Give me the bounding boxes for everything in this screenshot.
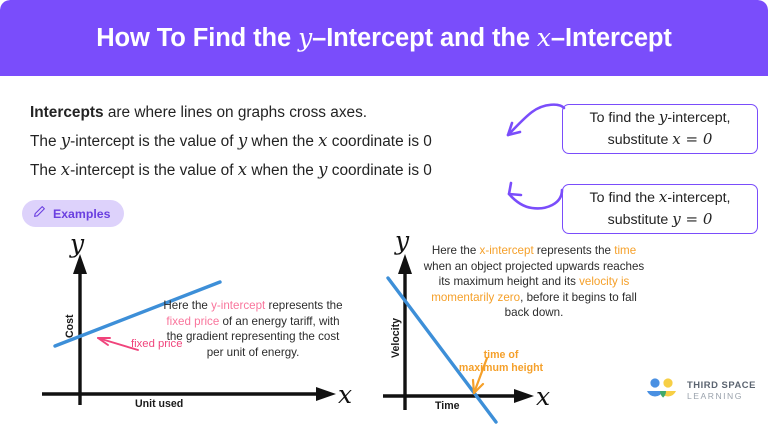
caption-right-graph: Here the x-intercept represents the time… (418, 243, 650, 321)
caption-right-seg2: represents the (533, 244, 615, 257)
title-variable-y: y (298, 23, 313, 52)
fixed-price-pointer-line (97, 337, 139, 351)
graph-left-x-letter: x (338, 380, 353, 409)
annotation-max-height: time of maximum height (449, 349, 553, 375)
intro-line2-var2: y (237, 131, 248, 150)
title-variable-x: x (536, 23, 551, 52)
velocity-line (386, 276, 498, 424)
callout-y-line1: To find the y-intercept, (590, 107, 731, 129)
intro-line3-b: -intercept is the value of (70, 162, 238, 179)
intro-line2-d: coordinate is 0 (327, 133, 432, 150)
graph-left-y-letter: y (70, 229, 85, 258)
caption-right-highlight-time: time (614, 244, 637, 257)
callout-y-line2: substitute x = 0 (608, 129, 713, 151)
annotation-max-height-line2: maximum height (458, 362, 544, 374)
graph-left-y-axis-name: Cost (64, 314, 76, 338)
caption-right-highlight-x-intercept: x-intercept (479, 244, 534, 257)
title-segment-1: How To Find the (96, 24, 299, 52)
pencil-icon (33, 205, 46, 223)
max-height-pointer-head (471, 378, 485, 395)
callout-x-line1: To find the x-intercept, (590, 187, 731, 209)
arrow-to-callout-y-icon (506, 103, 566, 137)
callout-y-variable: y (658, 108, 668, 126)
intro-line-y-intercept: The y-intercept is the value of y when t… (30, 127, 530, 156)
intro-line-x-intercept: The x-intercept is the value of x when t… (30, 156, 530, 185)
intro-line3-var3: y (318, 160, 328, 179)
graph-right-x-axis-name: Time (435, 400, 460, 412)
graph-cost-vs-units: y x Cost Unit used (20, 229, 380, 430)
callout-x-intercept: To find the x-intercept, substitute y = … (562, 184, 758, 234)
y-axis-arrowhead (398, 254, 412, 274)
caption-right-seg3: when an object projected upwards reaches… (423, 259, 645, 289)
intro-line3-var2: x (237, 160, 248, 179)
examples-badge[interactable]: Examples (22, 200, 125, 227)
intro-line-definition: Intercepts are where lines on graphs cro… (30, 99, 530, 127)
callout-y-line1-b: -intercept, (667, 110, 731, 126)
logo-line-1: THIRD SPACE (687, 378, 756, 390)
intro-line2-var3: x (318, 131, 328, 150)
callout-x-line1-b: -intercept, (667, 190, 731, 206)
intro-line2-b: -intercept is the value of (70, 133, 238, 150)
cost-line (53, 280, 222, 348)
max-height-pointer-line (472, 356, 489, 395)
callout-y-equation: x = 0 (672, 130, 713, 148)
caption-left-highlight-fixed-price: fixed price (166, 314, 220, 328)
x-axis-arrowhead (316, 387, 336, 401)
graph-right-x-letter: x (536, 382, 551, 411)
intro-line2-c: when the (247, 133, 319, 150)
caption-right-seg1: Here the (431, 244, 480, 257)
callout-x-line2: substitute y = 0 (608, 209, 713, 231)
intro-line1-rest: are where lines on graphs cross axes. (103, 104, 368, 121)
caption-left-seg1: Here the (163, 299, 212, 312)
caption-left-graph: Here the y-intercept represents the fixe… (158, 298, 348, 360)
graph-right-y-letter: y (395, 226, 410, 255)
intro-line3-c: when the (247, 162, 319, 179)
annotation-max-height-line1: time of (483, 349, 519, 361)
callout-y-line1-a: To find the (589, 110, 659, 126)
graph-right-y-axis-name: Velocity (390, 317, 402, 358)
caption-left-seg3: of an energy tariff, with the gradient r… (166, 314, 340, 359)
intro-line3-d: coordinate is 0 (327, 162, 432, 179)
logo-mark-icon (647, 378, 676, 398)
examples-badge-label: Examples (53, 206, 111, 221)
caption-left-highlight-y-intercept: y-intercept (211, 299, 266, 312)
x-axis-arrowhead (514, 389, 534, 403)
title-segment-3: –Intercept (550, 24, 672, 52)
callout-x-variable: x (658, 188, 668, 206)
callout-x-line1-a: To find the (589, 190, 659, 206)
caption-right-highlight-velocity: velocity is momentarily zero (431, 275, 630, 304)
annotation-fixed-price: fixed price (131, 338, 183, 350)
header-banner: How To Find the y–Intercept and the x–In… (0, 0, 768, 76)
callout-y-line2-a: substitute (607, 132, 673, 148)
graph-velocity-vs-time: y x Velocity Time (378, 226, 628, 430)
intro-line3-var1: x (60, 160, 71, 179)
caption-right-seg4: , before it begins to fall back down. (504, 290, 637, 320)
caption-left-seg2: represents the (265, 299, 343, 312)
arrow-to-callout-x-icon (507, 181, 564, 210)
y-axis-arrowhead (73, 254, 87, 274)
logo-line-2: LEARNING (687, 390, 743, 401)
page-title: How To Find the y–Intercept and the x–In… (96, 23, 672, 53)
callout-x-equation: y = 0 (672, 210, 713, 228)
intro-line3-a: The (30, 162, 61, 179)
fixed-price-pointer-head (97, 337, 111, 346)
intro-line2-var1: y (60, 131, 71, 150)
graph-right-svg (383, 254, 534, 424)
intro-bold-lead: Intercepts (30, 104, 104, 121)
intro-text-block: Intercepts are where lines on graphs cro… (30, 99, 530, 185)
graph-left-svg (42, 254, 336, 405)
callout-y-intercept: To find the y-intercept, substitute x = … (562, 104, 758, 154)
logo-wordmark: THIRD SPACE LEARNING (687, 378, 756, 401)
callout-x-line2-a: substitute (607, 212, 673, 228)
graph-left-x-axis-name: Unit used (135, 398, 184, 410)
title-segment-2: –Intercept and the (312, 24, 537, 52)
third-space-learning-logo: THIRD SPACE LEARNING (645, 377, 756, 403)
intro-line2-a: The (30, 133, 61, 150)
